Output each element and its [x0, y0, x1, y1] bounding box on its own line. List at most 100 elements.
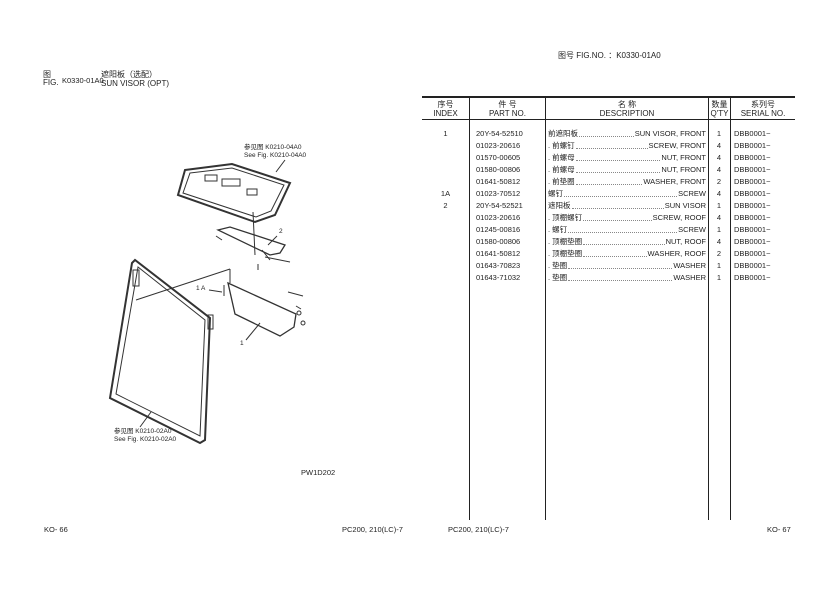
name-cn-cell: 螺钉 [548, 189, 563, 198]
fig-no-label: 图号 FIG.NO. ：K0330-01A0 [558, 51, 661, 60]
serial-cell: DBB0001~ [734, 201, 771, 210]
leader-line-bottom [139, 411, 152, 428]
serial-cell: DBB0001~ [734, 249, 771, 258]
description-cell: WASHER [673, 261, 706, 270]
name-cn-cell: 前遮阳板 [548, 129, 578, 138]
dot-leader [564, 196, 678, 197]
part-number-cell: 01580-00806 [476, 165, 521, 174]
serial-cell: DBB0001~ [734, 189, 771, 198]
part-number-cell: 01641-50812 [476, 249, 521, 258]
name-cn-cell: . 前螺母 [548, 153, 575, 162]
fig-cn: 图 [43, 70, 51, 79]
qty-cell: 4 [716, 189, 722, 198]
fig-title: 遮阳板（选配） SUN VISOR (OPT) [101, 70, 169, 88]
dot-leader [575, 160, 661, 161]
index-cell: 1A [440, 189, 451, 198]
col-divider [708, 97, 709, 520]
description-cell: WASHER, ROOF [647, 249, 706, 258]
right-page-number: KO- 67 [767, 525, 791, 534]
serial-cell: DBB0001~ [734, 177, 771, 186]
exploded-diagram [108, 159, 306, 445]
header-desc-cn: 名 称 [617, 100, 637, 109]
description-cell: SCREW, ROOF [652, 213, 706, 222]
title-cn: 遮阳板（选配） [101, 70, 157, 79]
dot-leader [575, 184, 643, 185]
dot-leader [568, 232, 678, 233]
description-cell: SUN VISOR [664, 201, 706, 210]
index-cell: 2 [443, 201, 448, 210]
name-cn-cell: . 垫圈 [548, 261, 568, 270]
name-cn-cell: . 前螺母 [548, 165, 575, 174]
part-number-cell: 01245-00816 [476, 225, 521, 234]
part-number-cell: 01570-00605 [476, 153, 521, 162]
callout-1a: 1 A [196, 285, 206, 292]
part-number-cell: 01023-70512 [476, 189, 521, 198]
table-header-rule [422, 119, 795, 120]
fig-en: FIG. [43, 78, 59, 87]
leader-line-1a [208, 289, 223, 293]
dot-leader [583, 244, 665, 245]
part-number-cell: 20Y-54-52510 [476, 129, 523, 138]
name-cn-cell: . 螺钉 [548, 225, 568, 234]
table-top-rule [422, 96, 795, 98]
header-index-cn: 序号 [437, 100, 454, 109]
header-serial-en: SERIAL NO. [740, 109, 786, 118]
header-part-cn: 件 号 [498, 100, 517, 109]
qty-cell: 1 [716, 201, 722, 210]
leader-line-2 [267, 235, 278, 246]
serial-cell: DBB0001~ [734, 153, 771, 162]
description-cell: SUN VISOR, FRONT [634, 129, 706, 138]
dot-leader [571, 208, 664, 209]
qty-cell: 1 [716, 261, 722, 270]
index-cell: 1 [443, 129, 448, 138]
left-model: PC200, 210(LC)-7 [342, 525, 403, 534]
description-group: 前遮阳板 SUN VISOR, FRONT [548, 128, 706, 140]
qty-cell: 4 [716, 153, 722, 162]
col-divider [545, 97, 546, 520]
fig-number: K0330-01A0 [62, 76, 104, 85]
sun-visor-front-drawing [223, 281, 306, 337]
ref-bottom: 参见图 K0210-02A0 See Fig. K0210-02A0 [114, 428, 176, 444]
dot-leader [579, 136, 634, 137]
right-model: PC200, 210(LC)-7 [448, 525, 509, 534]
ref-top-en: See Fig. K0210-04A0 [244, 152, 307, 159]
qty-cell: 4 [716, 165, 722, 174]
serial-cell: DBB0001~ [734, 237, 771, 246]
part-number-cell: 01641-50812 [476, 177, 521, 186]
ref-top-cn: 参见图 K0210-04A0 [244, 144, 302, 151]
qty-cell: 2 [716, 177, 722, 186]
header-qty-cn: 数量 [711, 100, 728, 109]
serial-cell: DBB0001~ [734, 261, 771, 270]
description-group: . 垫圈 WASHER [548, 272, 706, 284]
ref-bottom-en: See Fig. K0210-02A0 [114, 436, 177, 443]
name-cn-cell: . 垫圈 [548, 273, 568, 282]
qty-cell: 4 [716, 213, 722, 222]
serial-cell: DBB0001~ [734, 213, 771, 222]
dot-leader [583, 256, 647, 257]
description-cell: WASHER, FRONT [643, 177, 706, 186]
dot-leader [568, 280, 673, 281]
name-cn-cell: . 顶棚垫圈 [548, 237, 583, 246]
description-cell: WASHER [673, 273, 706, 282]
name-cn-cell: 遮阳板 [548, 201, 571, 210]
part-number-cell: 20Y-54-52521 [476, 201, 523, 210]
serial-cell: DBB0001~ [734, 225, 771, 234]
dot-leader [583, 220, 652, 221]
drawing-code: PW1D202 [301, 468, 336, 477]
